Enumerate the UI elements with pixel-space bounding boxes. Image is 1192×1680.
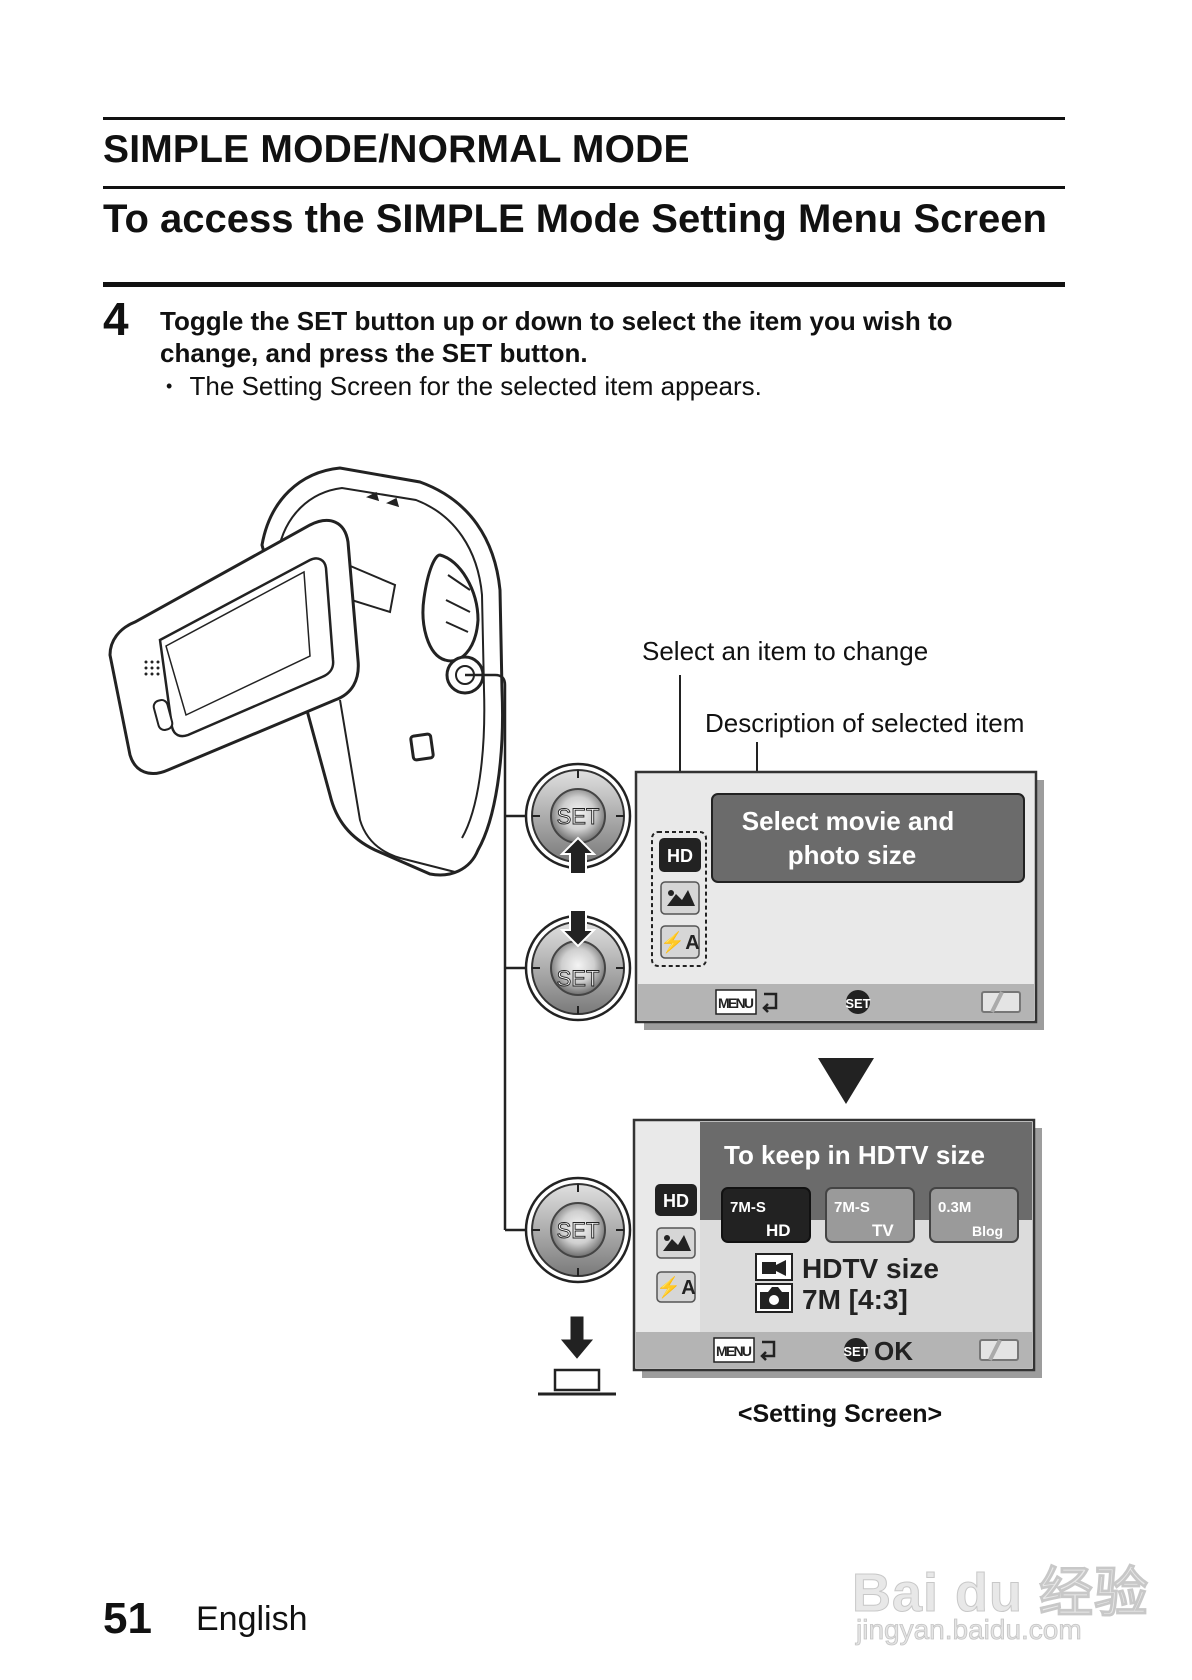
baidu-watermark-url: jingyan.baidu.com bbox=[856, 1614, 1083, 1646]
callout-description: Description of selected item bbox=[705, 708, 1025, 738]
bullet-text: The Setting Screen for the selected item… bbox=[189, 371, 762, 401]
subsection-title: To access the SIMPLE Mode Setting Menu S… bbox=[103, 197, 1047, 241]
setting-icon-flash: ⚡A bbox=[656, 1275, 695, 1299]
section-title: SIMPLE MODE/NORMAL MODE bbox=[103, 128, 690, 171]
step-bullet: • The Setting Screen for the selected it… bbox=[166, 371, 762, 402]
menu-icon-hd: HD bbox=[667, 846, 693, 866]
top-rule bbox=[103, 117, 1065, 120]
bullet-mark: • bbox=[166, 376, 173, 396]
setting-icon-hd: HD bbox=[663, 1191, 689, 1211]
callout-select-item: Select an item to change bbox=[642, 636, 929, 666]
step-number: 4 bbox=[103, 293, 129, 345]
menu-footer-set: SET bbox=[845, 996, 870, 1011]
option-1-bottom: HD bbox=[766, 1221, 791, 1240]
movie-size: HDTV size bbox=[802, 1253, 939, 1284]
page-number: 51 bbox=[103, 1594, 152, 1643]
set-dial-press: SET bbox=[524, 1176, 632, 1284]
set-label-1: SET bbox=[557, 804, 600, 829]
step-instruction-line2: change, and press the SET button. bbox=[160, 338, 588, 368]
setting-screen: To keep in HDTV size HD ⚡A 7M-S HD 7M-S … bbox=[632, 1118, 1042, 1378]
menu-screen: Select movie and photo size HD ⚡A MENU S… bbox=[634, 770, 1044, 1030]
menu-description-line2: photo size bbox=[788, 840, 917, 870]
option-1-top: 7M-S bbox=[730, 1199, 766, 1216]
setting-heading: To keep in HDTV size bbox=[724, 1140, 985, 1170]
option-3-top: 0.3M bbox=[938, 1199, 971, 1216]
menu-footer-menu: MENU bbox=[718, 995, 754, 1011]
next-screen-arrow bbox=[818, 1058, 874, 1104]
setting-footer-set: SET bbox=[843, 1344, 868, 1359]
menu-description-line1: Select movie and bbox=[742, 806, 954, 836]
option-2-bottom: TV bbox=[872, 1221, 894, 1240]
photo-size: 7M [4:3] bbox=[802, 1284, 908, 1315]
set-label-2: SET bbox=[557, 966, 600, 991]
menu-icon-flash: ⚡A bbox=[660, 930, 699, 954]
press-indicator bbox=[538, 1316, 616, 1396]
setting-screen-caption: <Setting Screen> bbox=[737, 1400, 943, 1428]
step-instruction-line1: Toggle the SET button up or down to sele… bbox=[160, 306, 953, 336]
mid-rule bbox=[103, 186, 1065, 189]
lcd-panel-drawing bbox=[108, 519, 360, 775]
language-label: English bbox=[196, 1600, 308, 1638]
option-3-bottom: Blog bbox=[972, 1223, 1003, 1239]
step-rule bbox=[103, 282, 1065, 287]
option-2-top: 7M-S bbox=[834, 1199, 870, 1216]
setting-footer-ok: OK bbox=[874, 1336, 913, 1366]
baidu-watermark-logo: Bai du 经验 bbox=[851, 1563, 1150, 1624]
set-dial-down: SET bbox=[524, 909, 632, 1022]
set-label-3: SET bbox=[557, 1218, 600, 1243]
set-dial-up: SET bbox=[524, 762, 632, 875]
setting-footer-menu: MENU bbox=[716, 1343, 752, 1359]
